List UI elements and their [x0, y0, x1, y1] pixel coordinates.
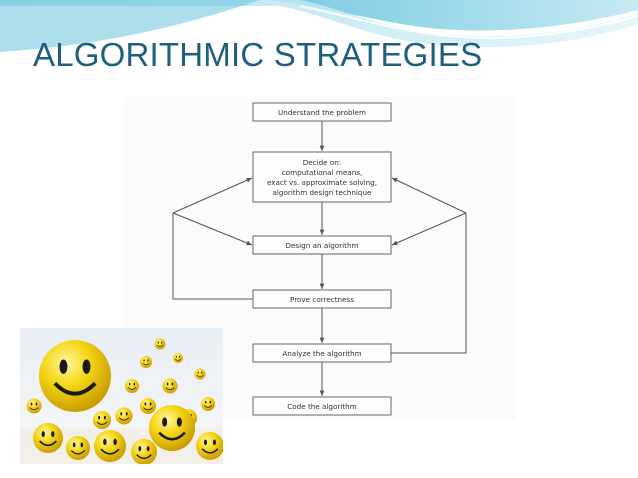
step-code-box — [252, 396, 392, 416]
header-wave-left — [0, 0, 260, 52]
step-decide-label-2: computational means, — [282, 168, 363, 177]
step-decide-label-1: Decide on: — [303, 158, 342, 167]
big-smiley-icon — [37, 338, 113, 414]
step-code-label: Code the algorithm — [287, 402, 356, 411]
loop-left-to-design — [172, 212, 253, 246]
step-decide-box — [252, 151, 392, 203]
header-wave — [0, 0, 638, 31]
loop-right-to-decide — [391, 177, 467, 214]
loop-left-line — [172, 213, 253, 300]
step-analyze-label: Analyze the algorithm — [282, 349, 361, 358]
header-wave-line — [299, 5, 638, 40]
loop-right-to-design — [391, 212, 467, 246]
step-design-label: Design an algorithm — [285, 241, 358, 250]
step-prove-label: Prove correctness — [290, 295, 354, 304]
loop-right-line — [391, 213, 467, 354]
step-decide-label-4: algorithm design technique — [273, 188, 373, 197]
smiley-faces-image — [20, 328, 223, 464]
step-understand-label: Understand the problem — [278, 108, 366, 117]
step-decide-label-3: exact vs. approximate solving, — [267, 178, 377, 187]
loop-left-to-decide — [172, 177, 253, 214]
slide-title: ALGORITHMIC STRATEGIES — [33, 36, 483, 73]
